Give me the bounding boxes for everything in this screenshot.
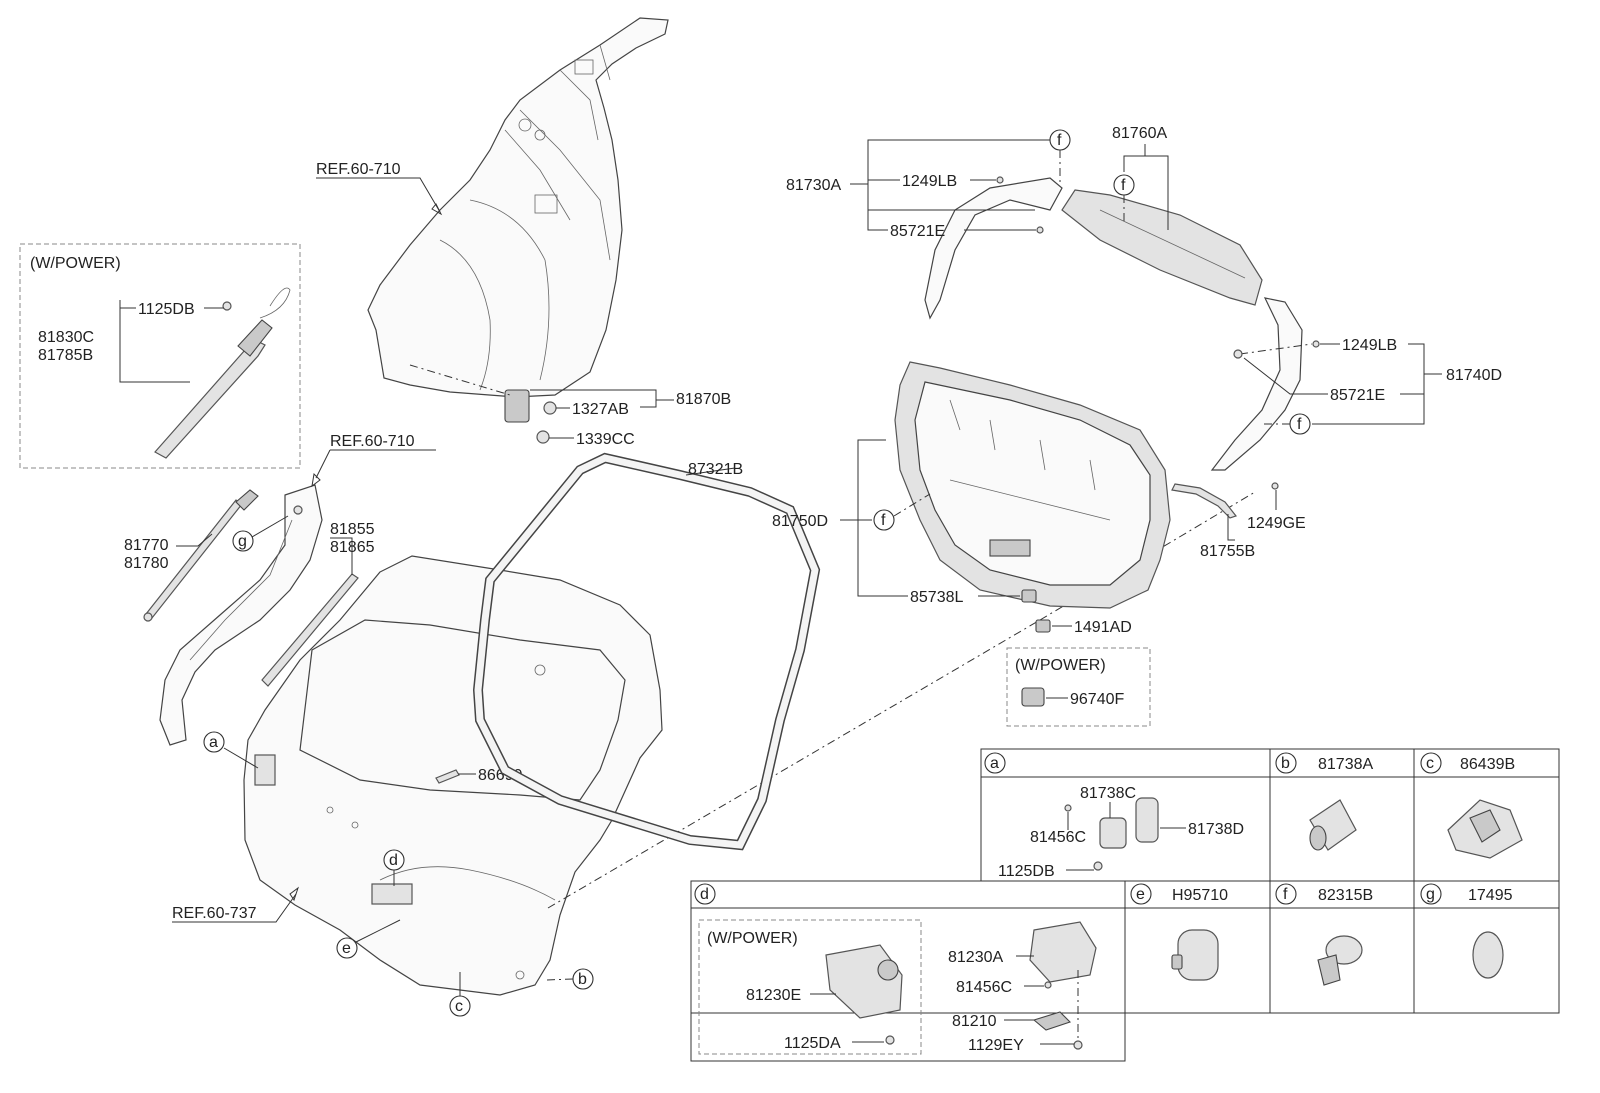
label-81785B: 81785B (38, 347, 93, 364)
table-header-f: f (1283, 886, 1288, 903)
callout-f-3: f (1297, 416, 1302, 433)
plug-17495 (1472, 931, 1504, 979)
table-a-part-1: 81738C (1080, 785, 1136, 802)
table-d-power-box (698, 919, 922, 1055)
table-d-part-6: 1129EY (968, 1037, 1024, 1054)
label-1249GE: 1249GE (1247, 515, 1306, 532)
table-header-d: d (700, 886, 709, 903)
tailgate-side-trim (159, 484, 323, 746)
label-81755B: 81755B (1200, 543, 1255, 560)
callout-c: c (455, 998, 463, 1015)
hinge-assembly (1064, 797, 1159, 871)
detail-table (690, 748, 1560, 1062)
callout-f-2: f (1121, 177, 1126, 194)
callout-f-1: f (1057, 132, 1062, 149)
callout-b: b (578, 971, 587, 988)
bumper-stop (435, 769, 460, 784)
table-e-part: H95710 (1172, 887, 1228, 904)
table-d-part-4: 81456C (956, 979, 1012, 996)
left-side-trim (924, 177, 1063, 320)
table-g-part: 17495 (1468, 887, 1513, 904)
glass-seal-strip (261, 573, 359, 687)
table-header-a: a (990, 755, 999, 772)
label-1339CC: 1339CC (576, 431, 635, 448)
label-1249LB-a: 1249LB (902, 173, 957, 190)
power-strut (154, 287, 291, 459)
table-d-part-1: 81230E (746, 987, 801, 1004)
clip-82315B (1317, 935, 1363, 986)
ref-label-bottom: REF.60-737 (172, 905, 257, 922)
clip-1491AD (1035, 619, 1051, 633)
label-85738L: 85738L (910, 589, 963, 606)
power-motor-box (1006, 647, 1151, 727)
label-85721E-b: 85721E (1330, 387, 1385, 404)
label-81855: 81855 (330, 521, 375, 538)
latch-81230A (1029, 921, 1097, 1050)
table-d-part-3: 81230A (948, 949, 1003, 966)
table-b-part: 81738A (1318, 756, 1373, 773)
table-d-part-2: 1125DA (784, 1035, 841, 1052)
label-81740D: 81740D (1446, 367, 1502, 384)
ref-label-left: REF.60-710 (330, 433, 415, 450)
garnish-strip (1171, 483, 1237, 519)
weatherstrip-seal (472, 452, 821, 851)
gas-strut (143, 489, 259, 622)
label-81870B: 81870B (676, 391, 731, 408)
label-81760A: 81760A (1112, 125, 1167, 142)
table-f-part: 82315B (1318, 887, 1373, 904)
table-a-part-2: 81456C (1030, 829, 1086, 846)
callout-g: g (238, 533, 247, 550)
label-1125DB-power: 1125DB (138, 301, 195, 318)
clip-85738L (1021, 589, 1037, 603)
callout-a: a (209, 734, 218, 751)
callout-d: d (389, 852, 398, 869)
table-header-c: c (1426, 755, 1434, 772)
table-header-e: e (1136, 886, 1145, 903)
table-header-g: g (1426, 886, 1435, 903)
table-c-part: 86439B (1460, 756, 1515, 773)
right-side-trim (1210, 297, 1303, 471)
power-box-title-mid: (W/POWER) (1015, 657, 1106, 674)
power-motor (1021, 687, 1045, 707)
table-a-part-3: 81738D (1188, 821, 1244, 838)
label-96740F: 96740F (1070, 691, 1124, 708)
callout-f-4: f (881, 512, 886, 529)
table-d-power-title: (W/POWER) (707, 930, 798, 947)
rear-quarter-inner-panel (367, 17, 669, 398)
bumper-86439B (1447, 799, 1523, 859)
switch-H95710 (1171, 929, 1219, 981)
fastener-81738A (1309, 799, 1357, 851)
label-81770: 81770 (124, 537, 169, 554)
table-d-part-5: 81210 (952, 1013, 997, 1030)
label-1327AB: 1327AB (572, 401, 629, 418)
label-81865: 81865 (330, 539, 375, 556)
ref-label-top: REF.60-710 (316, 161, 401, 178)
table-header-b: b (1281, 755, 1290, 772)
label-1491AD: 1491AD (1074, 619, 1132, 636)
label-87321B: 87321B (688, 461, 743, 478)
label-81830C: 81830C (38, 329, 94, 346)
power-box-title-left: (W/POWER) (30, 255, 121, 272)
upper-trim-panel (1061, 189, 1263, 306)
label-1249LB-b: 1249LB (1342, 337, 1397, 354)
striker-assembly (504, 389, 557, 444)
power-strut-box (19, 243, 301, 469)
label-85721E-a: 85721E (890, 223, 945, 240)
tailgate-inner-trim (894, 361, 1171, 609)
label-81750D: 81750D (772, 513, 828, 530)
label-81780: 81780 (124, 555, 169, 572)
callout-e: e (342, 940, 351, 957)
label-81730A: 81730A (786, 177, 841, 194)
table-a-part-4: 1125DB (998, 863, 1055, 880)
latch-actuator-81230E (825, 944, 903, 1045)
